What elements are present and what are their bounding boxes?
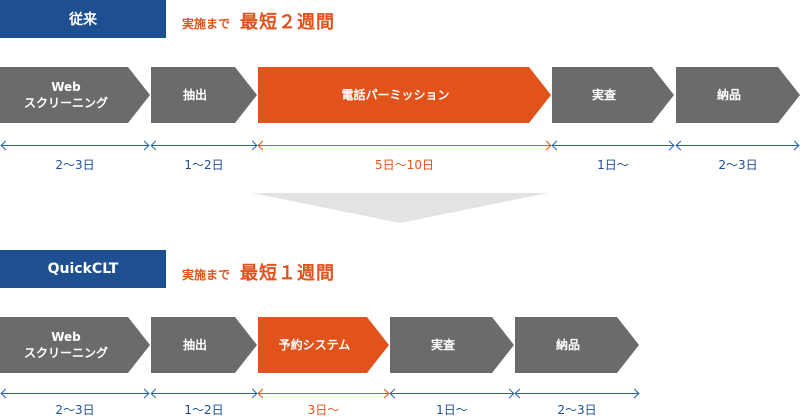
quickclt-span-fieldwork (391, 393, 513, 394)
step-label: 実査 (430, 337, 455, 352)
quickclt-span-delivery (516, 393, 638, 394)
conventional-step-web-screening: Web スクリーニング (0, 67, 150, 123)
conventional-span-fieldwork (553, 145, 673, 146)
conventional-step-phone-permission: 電話パーミッション (258, 67, 551, 123)
conventional-lead: 実施まで 最短２週間 (182, 8, 335, 34)
conventional-step-delivery: 納品 (676, 67, 800, 123)
transition-arrow (252, 193, 548, 223)
conventional-step-extraction: 抽出 (151, 67, 257, 123)
quickclt-span-reservation-system (259, 393, 388, 394)
conventional-duration-fieldwork: 1日〜 (597, 158, 629, 172)
conventional-span-phone-permission (259, 145, 550, 146)
quickclt-duration-extraction: 1〜2日 (184, 403, 224, 417)
step-label: 実査 (591, 87, 616, 102)
quickclt-span-extraction (152, 393, 256, 394)
quickclt-step-reservation-system: 予約システム (258, 317, 389, 373)
conventional-duration-delivery: 2〜3日 (718, 158, 758, 172)
quickclt-duration-fieldwork: 1日〜 (436, 403, 468, 417)
conventional-span-extraction (152, 145, 256, 146)
quickclt-step-fieldwork: 実査 (390, 317, 514, 373)
conventional-step-fieldwork: 実査 (552, 67, 674, 123)
conventional-span-web-screening (2, 145, 148, 146)
conventional-duration-extraction: 1〜2日 (184, 158, 224, 172)
quickclt-duration-delivery: 2〜3日 (557, 403, 597, 417)
conventional-duration-phone-permission: 5日〜10日 (375, 158, 434, 172)
conventional-lead-prefix: 実施まで (182, 17, 231, 31)
step-label: 納品 (716, 87, 741, 102)
step-label: 予約システム (278, 337, 351, 352)
quickclt-duration-web-screening: 2〜3日 (55, 403, 95, 417)
step-label: 電話パーミッション (341, 87, 450, 102)
quickclt-step-web-screening: Web スクリーニング (0, 317, 150, 373)
conventional-label: 従来 (0, 0, 166, 38)
quickclt-step-delivery: 納品 (515, 317, 639, 373)
step-label: 納品 (555, 337, 580, 352)
step-label: 抽出 (182, 337, 207, 352)
quickclt-lead-prefix: 実施まで (182, 268, 231, 282)
quickclt-lead: 実施まで 最短１週間 (182, 259, 335, 285)
quickclt-lead-emphasis: 最短１週間 (240, 263, 336, 284)
quickclt-label: QuickCLT (0, 250, 166, 288)
step-label: Web スクリーニング (23, 329, 108, 360)
conventional-duration-web-screening: 2〜3日 (55, 158, 95, 172)
conventional-lead-emphasis: 最短２週間 (240, 12, 336, 33)
conventional-span-delivery (677, 145, 798, 146)
step-label: Web スクリーニング (23, 79, 108, 110)
quickclt-duration-reservation-system: 3日〜 (307, 403, 340, 417)
quickclt-step-extraction: 抽出 (151, 317, 257, 373)
quickclt-span-web-screening (2, 393, 148, 394)
step-label: 抽出 (182, 87, 207, 102)
